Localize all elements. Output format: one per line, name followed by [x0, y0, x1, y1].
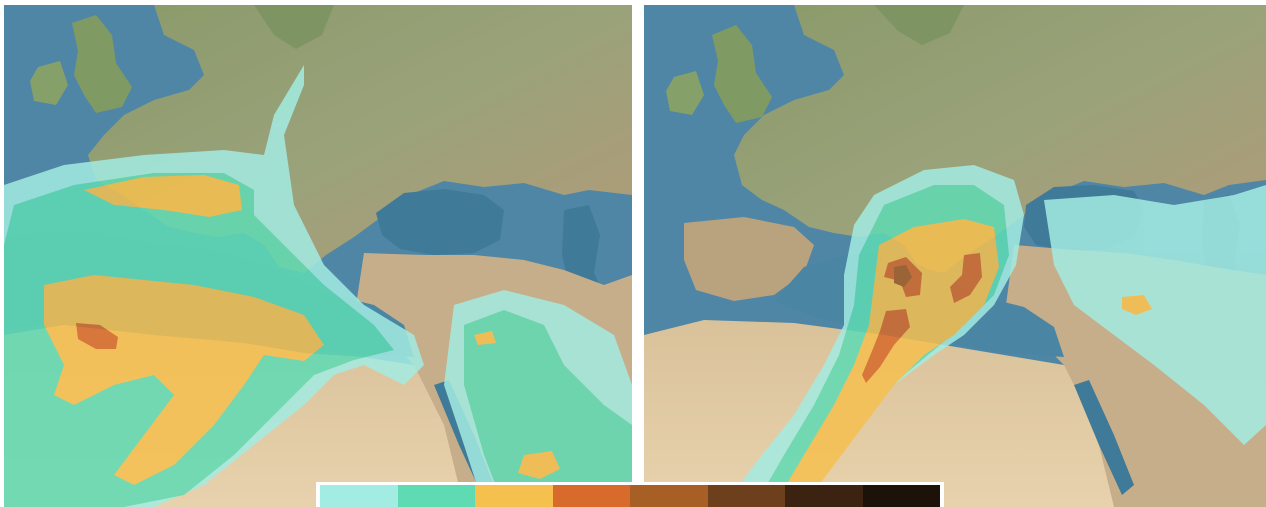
- aerosol-band-3b: [1122, 295, 1152, 315]
- black-sea: [376, 189, 504, 255]
- aerosol-band-5a: [894, 265, 912, 287]
- legend-swatch-8: [862, 485, 940, 507]
- land-ireland: [666, 71, 704, 115]
- legend-swatch-3: [475, 485, 553, 507]
- aerosol-band-4: [76, 323, 118, 349]
- map-panel-left[interactable]: [4, 5, 632, 507]
- aerosol-band-4b: [950, 253, 982, 303]
- land-scandinavia: [254, 5, 334, 49]
- red-sea: [1074, 380, 1134, 495]
- aerosol-band-1b: [1044, 185, 1266, 445]
- aerosol-band-3c: [518, 451, 560, 479]
- legend-swatches: [320, 485, 940, 507]
- map-left-svg: [4, 5, 632, 507]
- aerosol-band-3: [774, 219, 999, 505]
- land-uk: [72, 15, 132, 113]
- legend-swatch-1: [320, 485, 398, 507]
- legend-swatch-5: [630, 485, 708, 507]
- aerosol-band-4c: [862, 309, 910, 383]
- land-uk: [712, 25, 772, 123]
- legend-swatch-2: [397, 485, 475, 507]
- aerosol-band-3: [84, 175, 242, 217]
- legend-swatch-4: [552, 485, 630, 507]
- aerosol-band-2b: [464, 310, 632, 507]
- color-legend: [316, 482, 944, 507]
- aerosol-band-3b: [44, 275, 324, 485]
- aerosol-band-3d: [474, 331, 496, 345]
- aerosol-overlay-right: [724, 165, 1266, 507]
- aerosol-overlay-left: [4, 65, 632, 507]
- map-panel-right[interactable]: [644, 5, 1266, 507]
- land-iberia: [684, 217, 814, 301]
- land-scandinavia: [874, 5, 964, 45]
- legend-swatch-6: [707, 485, 785, 507]
- legend-swatch-7: [785, 485, 863, 507]
- land-ireland: [30, 61, 68, 105]
- map-right-svg: [644, 5, 1266, 507]
